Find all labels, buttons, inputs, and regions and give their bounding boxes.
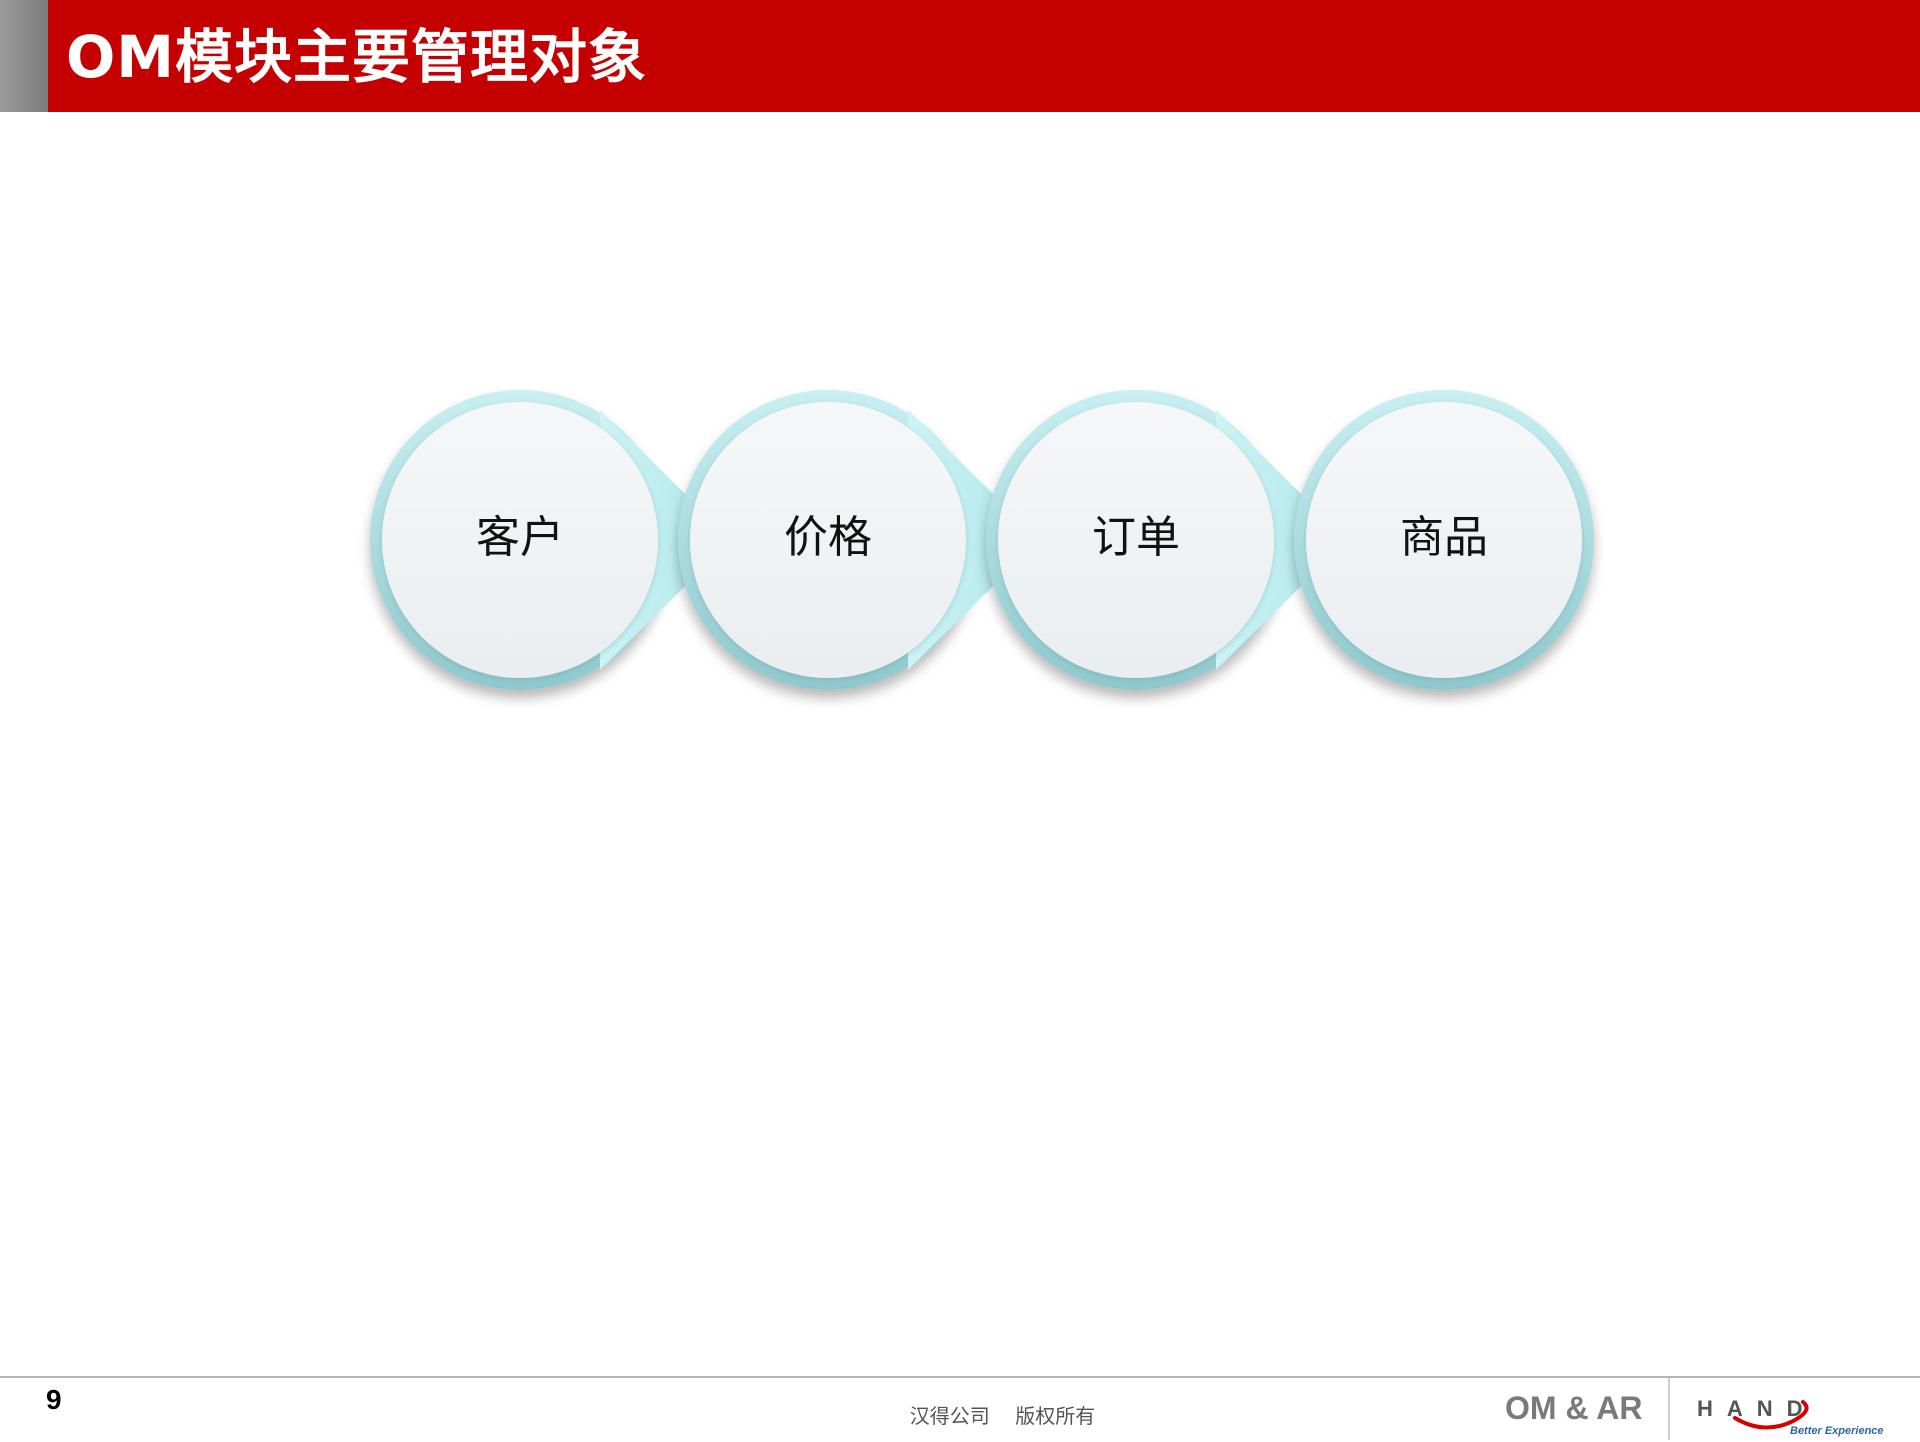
hand-logo: HAND Better Experience <box>1695 1388 1900 1438</box>
process-flow-diagram: 客户 价格 订单 商品 <box>355 380 1605 710</box>
flow-node <box>1294 390 1594 690</box>
flow-node <box>678 390 1040 690</box>
course-label: OM & AR <box>1505 1390 1643 1426</box>
copyright-text: 汉得公司 版权所有 <box>909 1404 1096 1428</box>
svg-text:HAND: HAND <box>1697 1396 1817 1421</box>
process-flow-graphic <box>370 390 1594 690</box>
title-bar <box>48 0 1920 112</box>
node-label: 商品 <box>1400 512 1488 563</box>
footer-separator <box>1668 1378 1670 1440</box>
node-disc <box>1306 402 1582 678</box>
node-disc <box>382 402 658 678</box>
svg-text:Better Experience: Better Experience <box>1790 1425 1884 1437</box>
node-label: 订单 <box>1092 512 1180 563</box>
footer-divider <box>0 1376 1920 1378</box>
title-side-block <box>0 0 48 112</box>
flow-node <box>986 390 1348 690</box>
slide-title: OM模块主要管理对象 <box>66 23 648 91</box>
node-disc <box>998 402 1274 678</box>
hand-logo-graphic: HAND Better Experience <box>1697 1396 1884 1437</box>
node-disc <box>690 402 966 678</box>
flow-node <box>370 390 732 690</box>
page-number: 9 <box>46 1384 62 1415</box>
node-label: 价格 <box>784 512 872 563</box>
node-label: 客户 <box>476 512 564 563</box>
